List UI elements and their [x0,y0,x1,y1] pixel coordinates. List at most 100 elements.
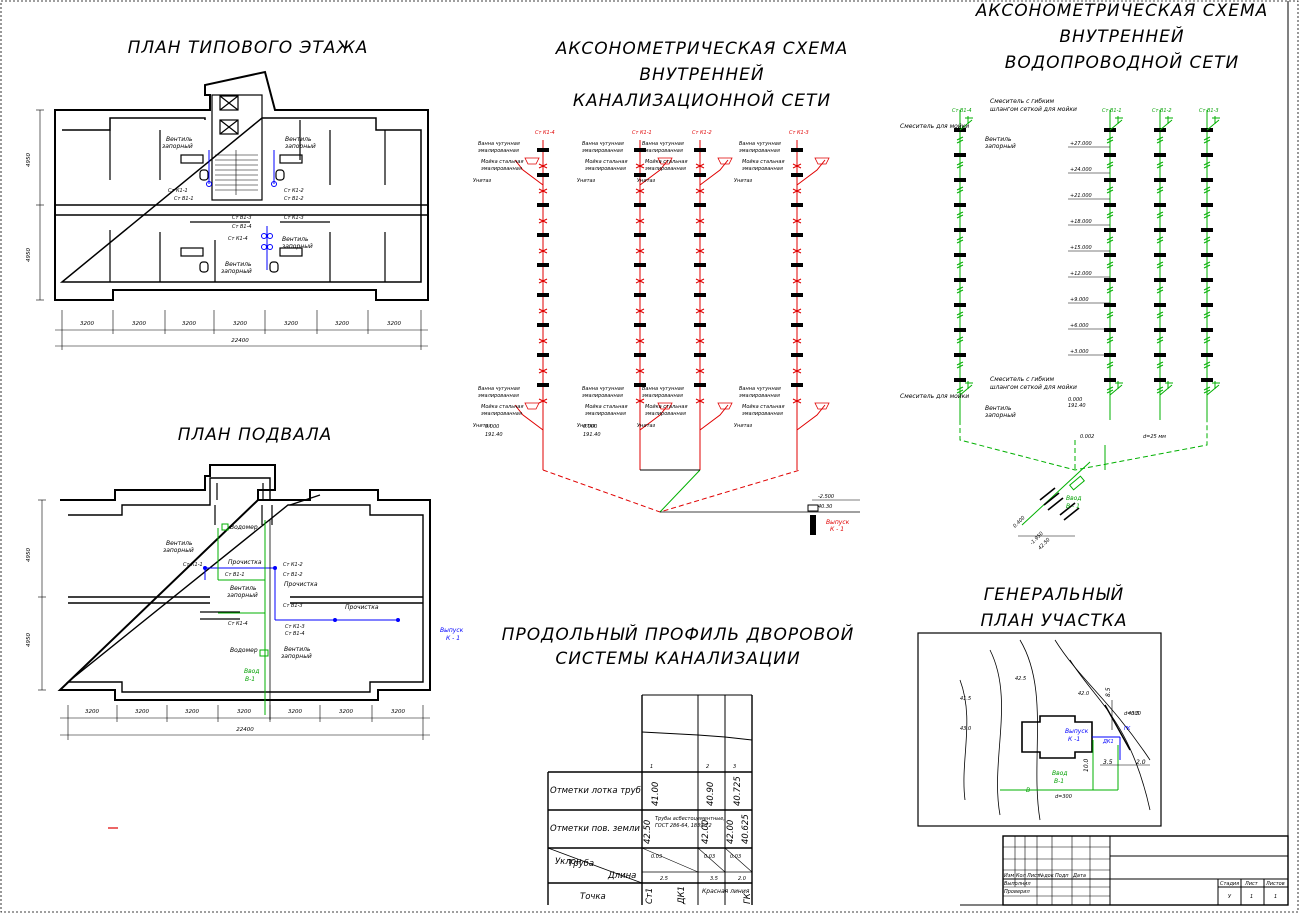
svg-text:Выполнил: Выполнил [1004,881,1031,887]
svg-text:1: 1 [1274,894,1277,900]
title-profile-1: ПРОДОЛЬНЫЙ ПРОФИЛЬ ДВОРОВОЙ [502,623,855,645]
branch-mark [792,308,802,314]
svg-text:Ст В1-3: Ст В1-3 [232,215,252,221]
floor-slab-mark [694,323,706,327]
svg-text:40.5: 40.5 [1128,711,1139,717]
floor-slab-mark [1104,303,1116,307]
branch-mark [538,248,548,254]
floor-slab-mark [954,278,966,282]
floor-slab-mark [954,203,966,207]
sink-label-2: эмалированная [481,411,522,417]
valve-mark [1106,286,1114,294]
floor-slab-mark [954,303,966,307]
valve-mark [1156,186,1164,194]
titles: ПЛАН ТИПОВОГО ЭТАЖА АКСОНОМЕТРИЧЕСКАЯ СХ… [128,1,1269,669]
level-label: +21.000 [1070,193,1092,199]
svg-text:У: У [1228,894,1232,900]
svg-text:Выпуск: Выпуск [440,627,464,634]
title-water-1: АКСОНОМЕТРИЧЕСКАЯ СХЕМА [975,1,1269,21]
bath-label: Ванна чугунная [739,141,781,147]
bath-label-2: эмалированная [642,393,683,399]
level-label: +18.000 [1070,219,1092,225]
title-water-3: ВОДОПРОВОДНОЙ СЕТИ [1005,51,1239,73]
fixture-branch [514,404,544,431]
svg-text:К - 1: К - 1 [830,526,844,533]
valve-mark [1203,186,1211,194]
svg-text:3200: 3200 [135,709,149,715]
valve-mark [956,361,964,369]
branch-mark [695,188,705,194]
svg-text:Изм: Изм [1004,873,1014,879]
sewer-riser-label: Ст К1-2 [692,130,712,136]
valve-mark [956,336,964,344]
svg-text:Смеситель с гибким: Смеситель с гибким [990,376,1055,383]
sink-label-2: эмалированная [742,166,783,172]
svg-text:3200: 3200 [288,709,302,715]
svg-text:Вентиль: Вентиль [282,236,309,243]
svg-text:Ст В1-1: Ст В1-1 [225,572,245,578]
bath-label-2: эмалированная [478,148,519,154]
valve-mark [956,286,964,294]
svg-text:Вентиль: Вентиль [166,136,193,143]
sink-label: Мойка стальная [742,159,785,165]
svg-text:Проверил: Проверил [1004,889,1030,895]
branch-mark [695,338,705,344]
floor-slab-mark [1201,378,1213,382]
svg-text:0.000: 0.000 [583,424,597,430]
bath-label-2: эмалированная [478,393,519,399]
floor-slab-mark [1201,228,1213,232]
valve-mark [1156,261,1164,269]
floor-slab-mark [537,233,549,237]
svg-text:Ст К1-3: Ст К1-3 [285,624,305,630]
branch-mark [792,368,802,374]
toilet-label: Унитаз [577,423,596,429]
svg-text:Ст К1-1: Ст К1-1 [168,188,188,194]
bath-label: Ванна чугунная [582,141,624,147]
floor-slab-mark [694,293,706,297]
valve-mark [1106,161,1114,169]
svg-text:ДК1: ДК1 [1102,739,1114,745]
toilet-label: Унитаз [577,178,596,184]
svg-text:3200: 3200 [182,321,196,327]
svg-text:Ст В1-3: Ст В1-3 [283,603,303,609]
water-riser-label: Ст В1-4 [952,108,972,114]
fixture-branch [639,159,669,186]
svg-text:Лист: Лист [1026,873,1041,879]
valve-mark [1106,186,1114,194]
title-sewer-2: ВНУТРЕННЕЙ [639,63,764,85]
svg-text:Вентиль: Вентиль [230,585,257,592]
branch-mark [792,248,802,254]
toilet-label: Унитаз [637,178,656,184]
floor-slab-mark [1104,203,1116,207]
svg-text:2.5: 2.5 [660,876,668,882]
svg-text:0.002: 0.002 [1080,434,1094,440]
svg-text:Стадия: Стадия [1220,881,1239,887]
valve-mark [1106,211,1114,219]
floor-slab-mark [1154,253,1166,257]
svg-text:40.30: 40.30 [818,504,832,510]
valve-mark [956,161,964,169]
floor-slab-mark [694,383,706,387]
floor-slab-mark [634,148,646,152]
svg-text:42.00: 42.00 [701,820,711,844]
floor-slab-mark [1154,303,1166,307]
floor-slab-mark [537,263,549,267]
valve-mark [1203,361,1211,369]
svg-text:Прочистка: Прочистка [228,559,262,566]
title-site-1: ГЕНЕРАЛЬНЫЙ [984,583,1124,605]
branch-mark [635,218,645,224]
svg-text:запорный: запорный [985,143,1016,150]
floor-slab-mark [634,203,646,207]
floor-slab-mark [1104,178,1116,182]
floor-slab-mark [1104,228,1116,232]
floor-slab-mark [694,233,706,237]
svg-text:шлангом сеткой для мойки: шлангом сеткой для мойки [990,106,1077,113]
floor-slab-mark [537,203,549,207]
floor-slab-mark [1154,353,1166,357]
floor-slab-mark [1154,228,1166,232]
svg-text:2.0: 2.0 [1136,759,1146,766]
floor-slab-mark [1104,328,1116,332]
svg-text:ДК1: ДК1 [677,886,687,905]
fixture-branch [514,159,544,186]
